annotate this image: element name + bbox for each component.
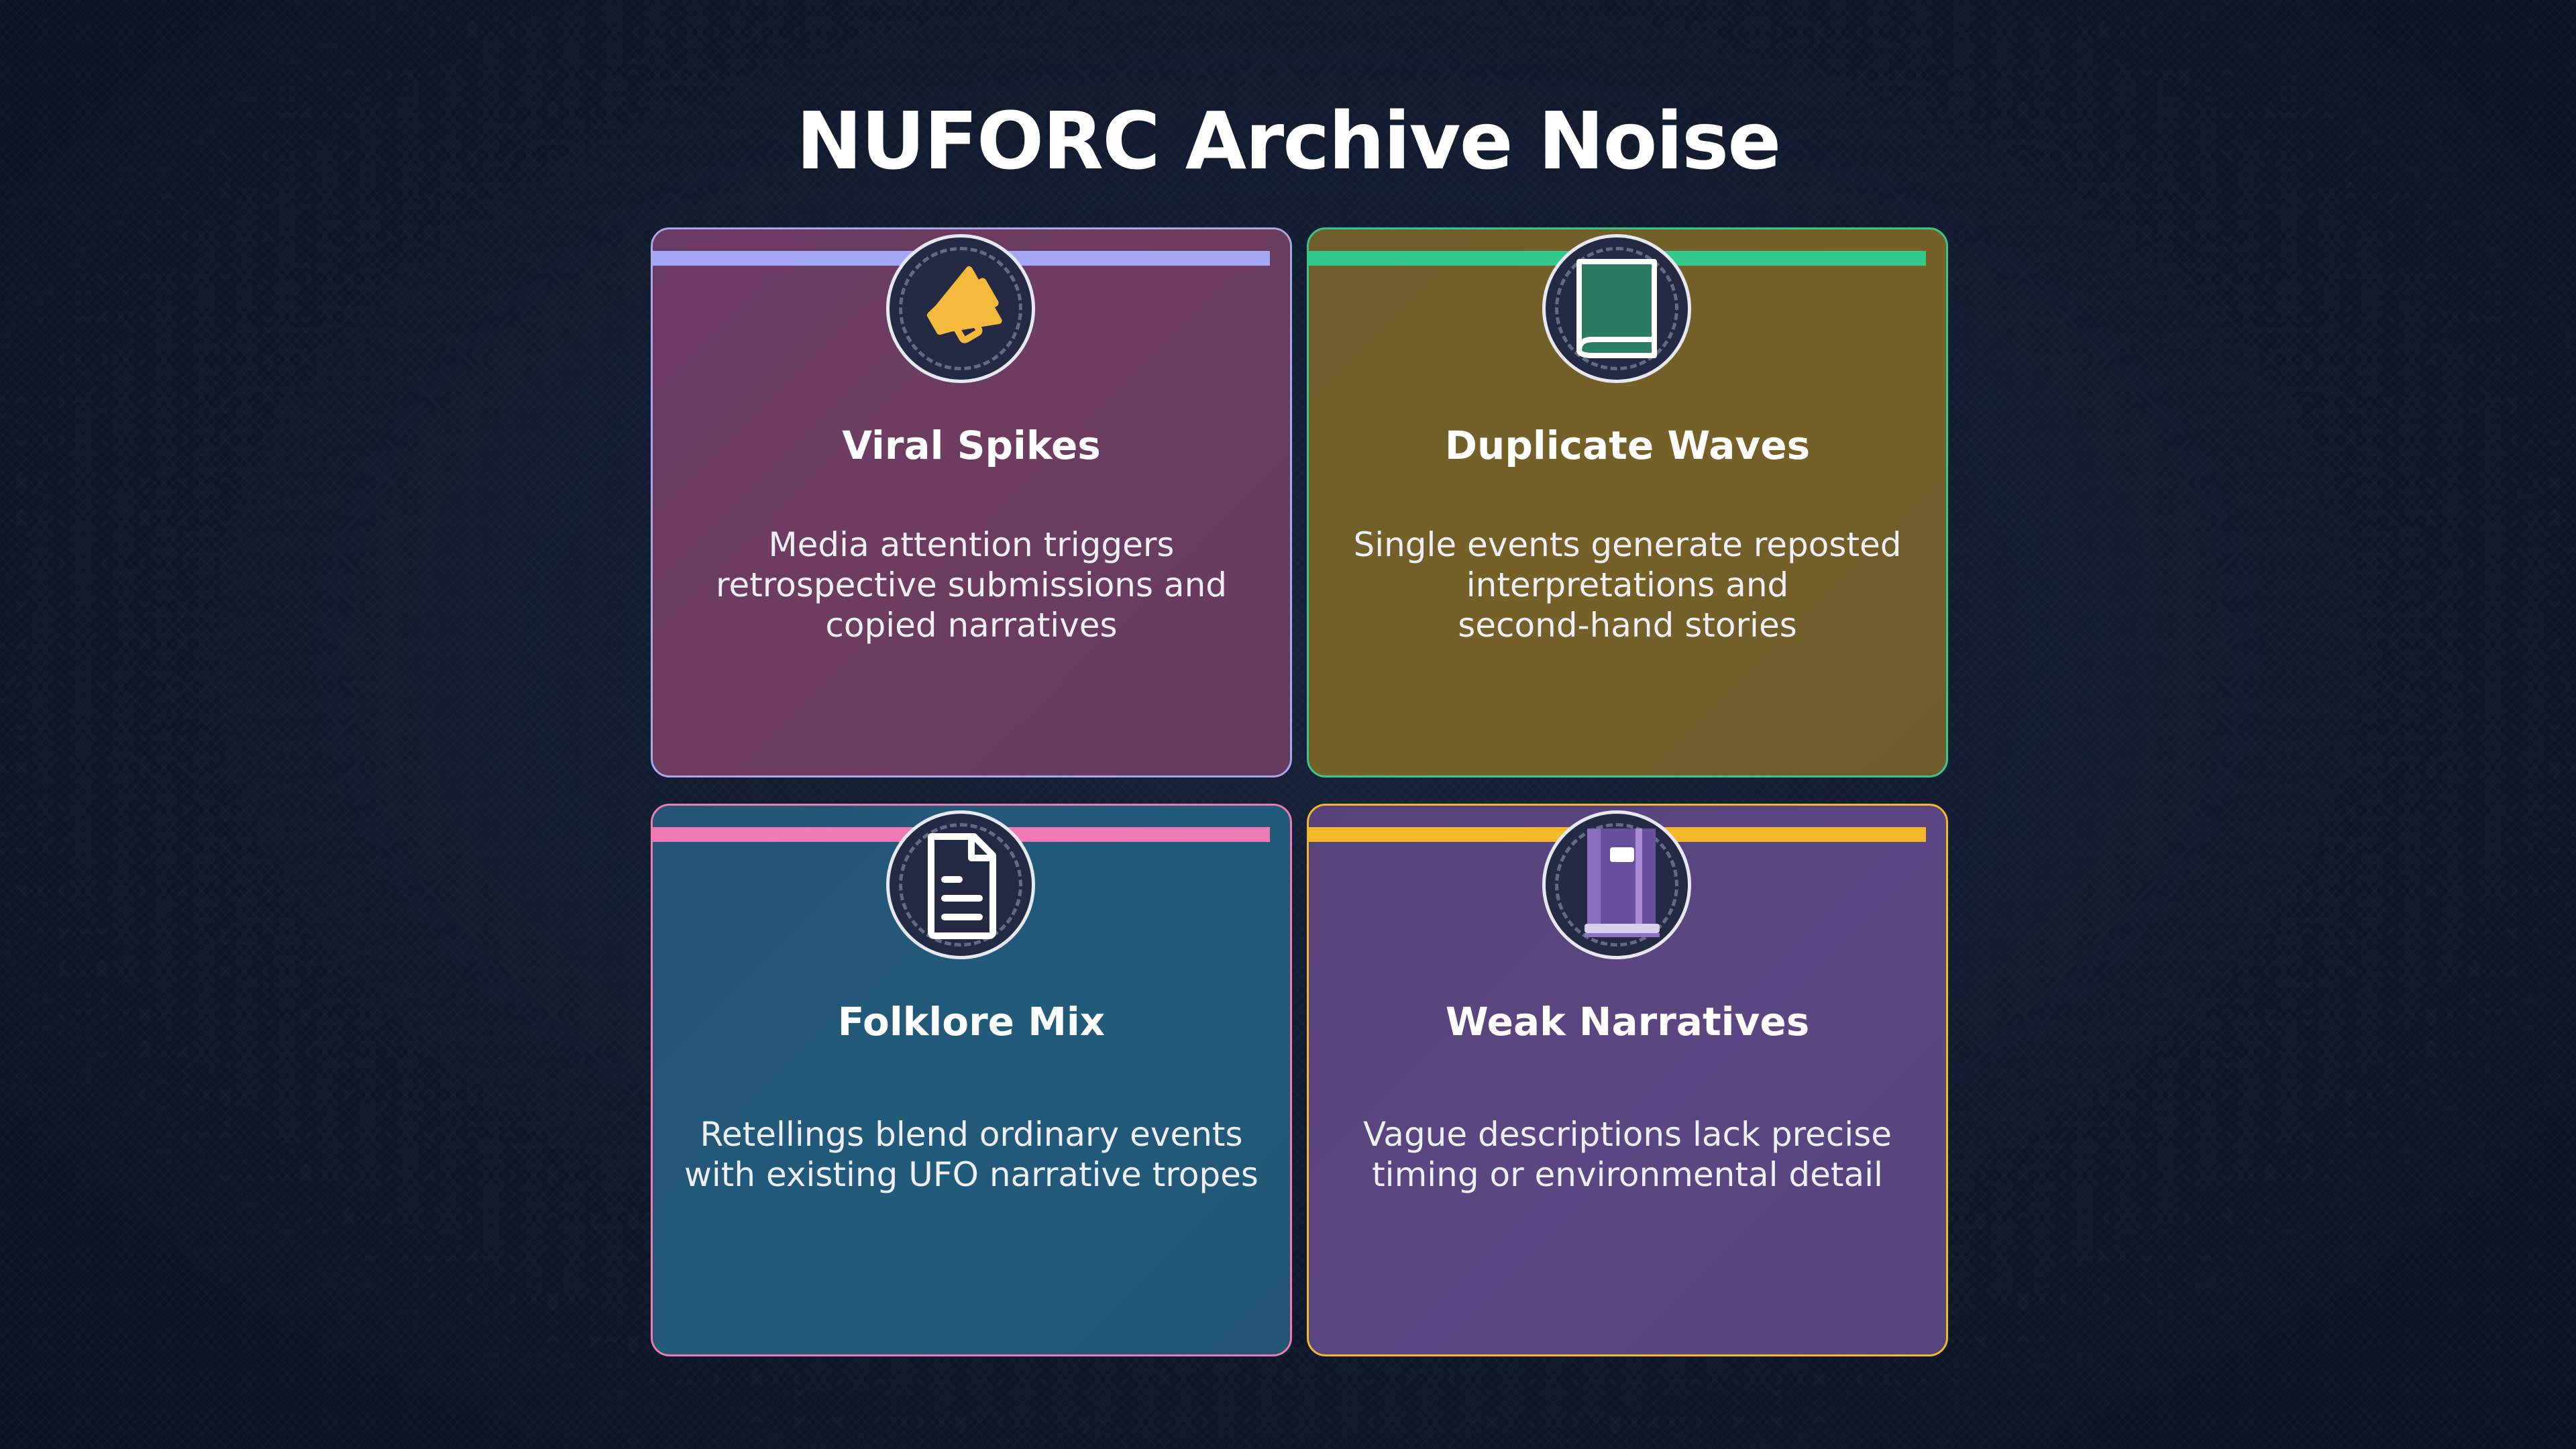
card-viral-spikes: Viral Spikes Media attention triggers re… bbox=[651, 227, 1292, 777]
card-description: Retellings blend ordinary events with ex… bbox=[684, 1115, 1258, 1194]
icon-badge bbox=[1542, 234, 1691, 383]
document-icon bbox=[928, 833, 996, 939]
card-folklore-mix: Folklore Mix Retellings blend ordinary e… bbox=[651, 804, 1292, 1356]
megaphone-icon bbox=[926, 266, 1002, 343]
card-title: Duplicate Waves bbox=[1444, 423, 1811, 468]
book-icon bbox=[1576, 259, 1657, 358]
icon-badge bbox=[886, 810, 1035, 959]
card-title: Weak Narratives bbox=[1445, 999, 1810, 1044]
notebook-icon bbox=[1585, 828, 1660, 937]
card-title: Viral Spikes bbox=[842, 423, 1101, 468]
card-duplicate-waves: Duplicate Waves Single events generate r… bbox=[1307, 227, 1948, 777]
card-description: Media attention triggers retrospective s… bbox=[715, 525, 1227, 645]
page-title: NUFORC Archive Noise bbox=[796, 95, 1782, 187]
card-title: Folklore Mix bbox=[837, 999, 1106, 1044]
card-description: Vague descriptions lack precise timing o… bbox=[1362, 1115, 1892, 1194]
icon-badge bbox=[886, 234, 1035, 383]
icon-badge bbox=[1542, 810, 1691, 959]
card-description: Single events generate reposted interpre… bbox=[1353, 525, 1902, 645]
card-weak-narratives: Weak Narratives Vague descriptions lack … bbox=[1307, 804, 1948, 1356]
